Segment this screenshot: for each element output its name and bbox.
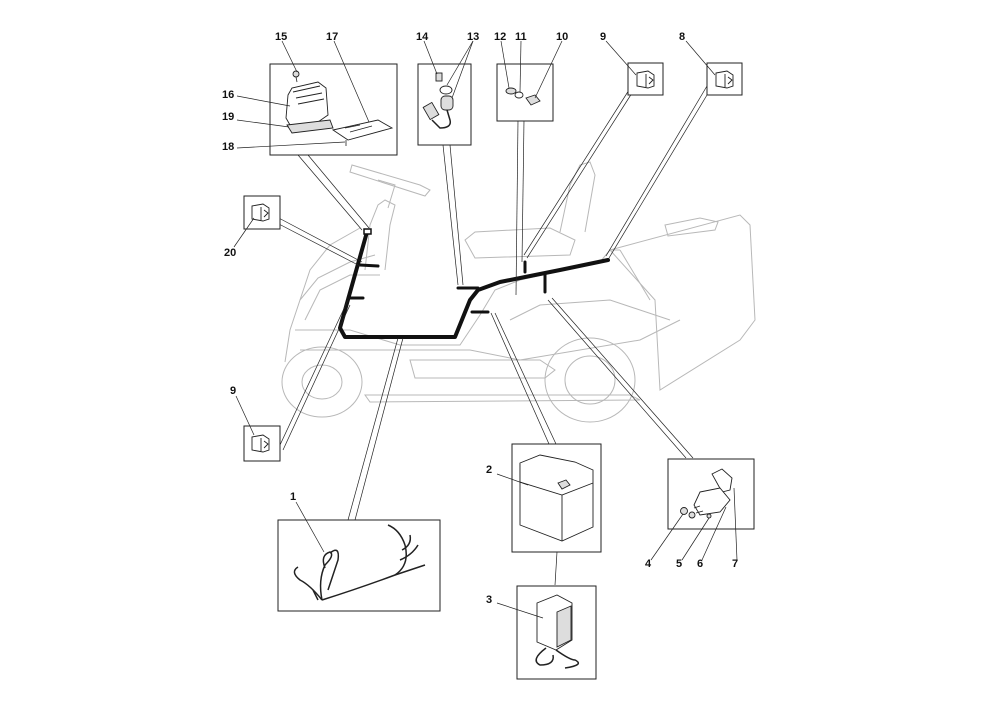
callout-2: 2 [486, 464, 492, 476]
callout-16: 16 [222, 89, 234, 101]
box-battery [511, 443, 602, 553]
callout-8: 8 [679, 31, 685, 43]
callout-labels: 15 17 16 19 18 14 13 12 11 10 9 8 20 9 1… [222, 31, 738, 606]
box-switch-9-top [627, 62, 664, 96]
box-starter-solenoid [667, 458, 755, 530]
callout-9-bottom: 9 [230, 385, 236, 397]
callout-20: 20 [224, 247, 236, 259]
box-switch-8 [706, 62, 743, 96]
box-switch-20 [243, 195, 281, 230]
callout-14: 14 [416, 31, 429, 43]
box-wiring-harness [277, 519, 441, 612]
box-fuse-holder [496, 63, 554, 122]
callout-10: 10 [556, 31, 568, 43]
callout-12: 12 [494, 31, 506, 43]
callout-15: 15 [275, 31, 287, 43]
box-switch-9-bottom [243, 425, 281, 462]
box-battery-charger [516, 585, 597, 680]
callout-7: 7 [732, 558, 738, 570]
callout-leaders [233, 40, 738, 619]
callout-3: 3 [486, 594, 492, 606]
callout-13: 13 [467, 31, 479, 43]
callout-4: 4 [645, 558, 652, 570]
main-harness-route [338, 228, 610, 339]
callout-1: 1 [290, 491, 296, 503]
callout-19: 19 [222, 111, 234, 123]
callout-11: 11 [515, 31, 527, 43]
box-ignition-switch [417, 63, 472, 146]
connector-leaders [274, 85, 711, 586]
callout-6: 6 [697, 558, 703, 570]
mower-outline [281, 161, 756, 423]
callout-9-top: 9 [600, 31, 606, 43]
callout-18: 18 [222, 141, 234, 153]
callout-5: 5 [676, 558, 682, 570]
callout-17: 17 [326, 31, 338, 43]
box-control-module [269, 63, 398, 156]
